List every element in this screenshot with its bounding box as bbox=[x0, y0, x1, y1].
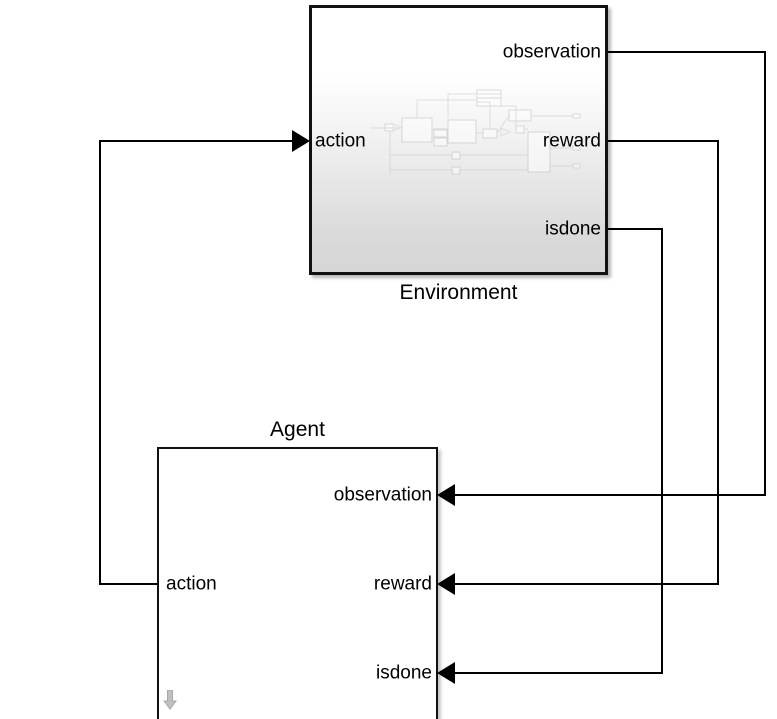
env-action-input-arrowhead bbox=[292, 130, 310, 152]
agent-port-label-isdone: isdone bbox=[376, 662, 432, 684]
agent-down-arrow-badge-icon bbox=[163, 690, 177, 710]
agent-isdone-input-arrowhead bbox=[437, 662, 455, 684]
env-port-label-action: action bbox=[315, 130, 366, 152]
env-port-label-reward: reward bbox=[542, 130, 601, 152]
agent-block-caption: Agent bbox=[270, 418, 325, 441]
env-port-label-observation: observation bbox=[502, 41, 601, 63]
environment-block-caption: Environment bbox=[399, 281, 518, 304]
agent-observation-input-arrowhead bbox=[437, 484, 455, 506]
agent-port-label-action: action bbox=[166, 573, 217, 595]
agent-reward-input-arrowhead bbox=[437, 573, 455, 595]
env-port-label-isdone: isdone bbox=[545, 218, 601, 240]
agent-port-label-reward: reward bbox=[373, 573, 432, 595]
agent-port-label-observation: observation bbox=[333, 484, 432, 506]
